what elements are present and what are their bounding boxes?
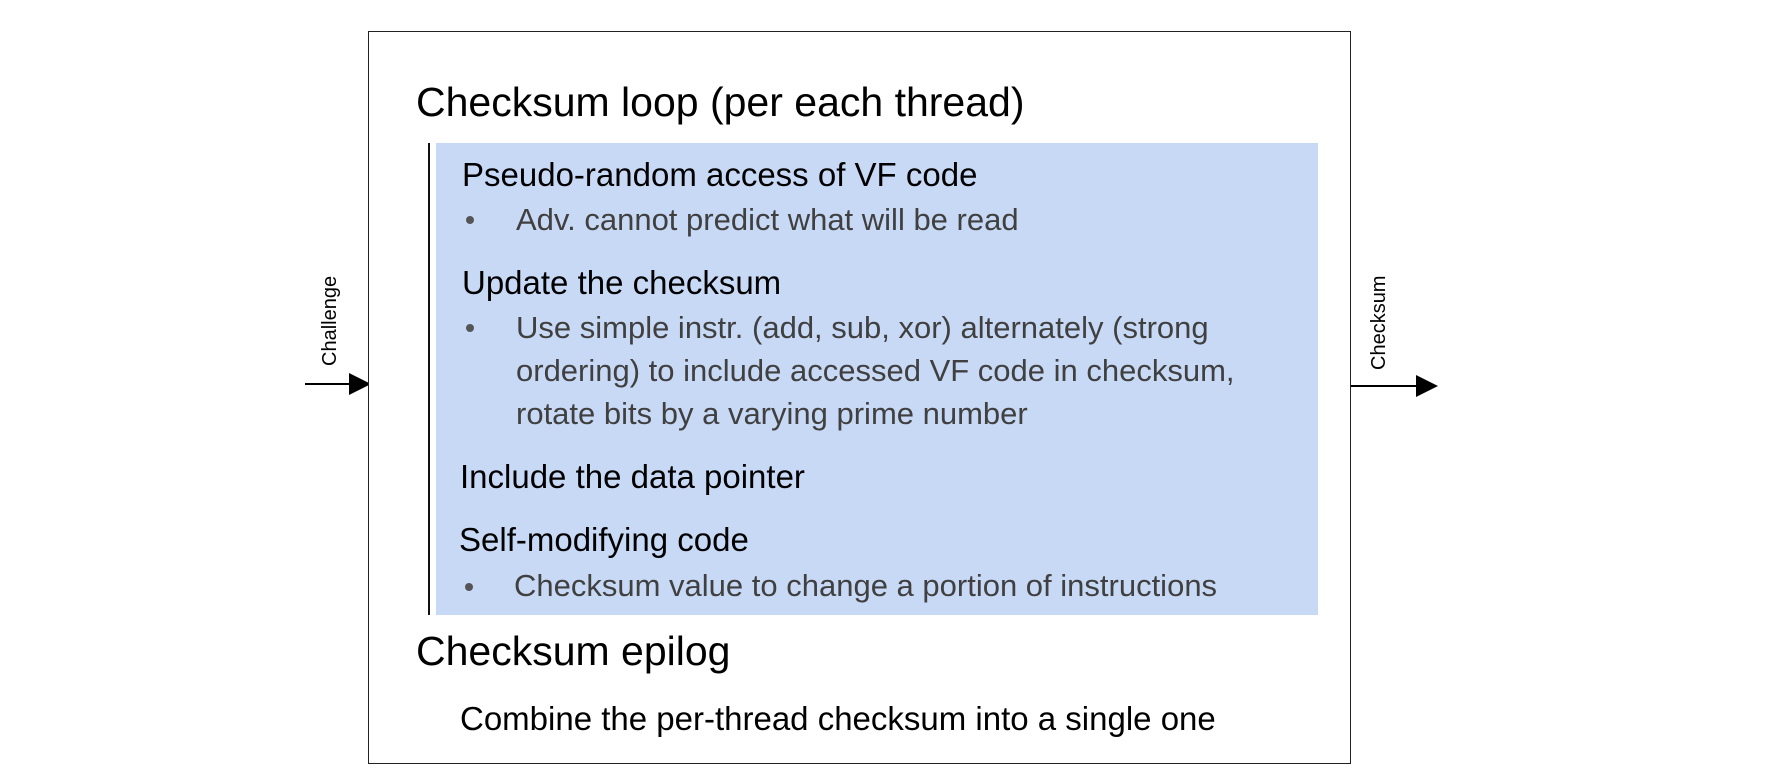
step-self-modifying-code-title: Self-modifying code bbox=[459, 521, 749, 558]
checksum-epilog-title: Checksum epilog bbox=[416, 628, 731, 674]
challenge-label: Challenge bbox=[319, 275, 341, 366]
challenge-arrow-line bbox=[305, 383, 350, 385]
step-4-bullet-line-1: Checksum value to change a portion of in… bbox=[514, 568, 1218, 603]
step-pseudo-random-access-title: Pseudo-random access of VF code bbox=[462, 156, 978, 193]
challenge-arrow-head bbox=[349, 373, 371, 395]
checksum-loop-panel bbox=[436, 143, 1318, 615]
step-update-checksum-title: Update the checksum bbox=[462, 264, 782, 301]
step-2-bullet-dot bbox=[466, 324, 474, 332]
checksum-epilog-description: Combine the per-thread checksum into a s… bbox=[460, 700, 1216, 737]
step-1-bullet-line-1: Adv. cannot predict what will be read bbox=[516, 202, 1019, 237]
loop-panel-left-border bbox=[428, 143, 430, 615]
step-2-bullet-line-3: rotate bits by a varying prime number bbox=[516, 396, 1028, 431]
checksum-loop-title: Checksum loop (per each thread) bbox=[416, 79, 1025, 125]
checksum-arrow-line bbox=[1351, 385, 1417, 387]
step-1-bullet-dot bbox=[466, 216, 474, 224]
step-2-bullet-line-2: ordering) to include accessed VF code in… bbox=[516, 353, 1235, 388]
step-4-bullet-dot bbox=[465, 583, 473, 591]
step-2-bullet-line-1: Use simple instr. (add, sub, xor) altern… bbox=[516, 310, 1209, 345]
step-include-data-pointer-title: Include the data pointer bbox=[460, 458, 805, 495]
checksum-arrow-head bbox=[1416, 375, 1438, 397]
checksum-output-label: Checksum bbox=[1368, 275, 1390, 370]
